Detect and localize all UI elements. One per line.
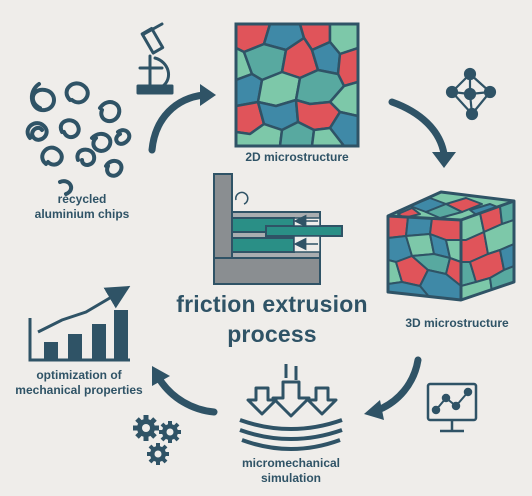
micro2d-label: 2D microstructure — [245, 150, 349, 164]
arrow-2d-to-nn — [388, 98, 448, 158]
center-title-line1: friction extrusion — [176, 291, 368, 317]
micro3d-label: 3D microstructure — [405, 316, 509, 330]
extrusion-press-icon — [213, 173, 343, 285]
arrow-simulation-to-optimization — [156, 376, 218, 416]
optimization-label-line2: mechanical properties — [15, 383, 143, 397]
cycle-arrows — [148, 84, 456, 420]
simulation-label-line1: micromechanical — [241, 456, 341, 470]
chips-label-line1: recycled — [57, 192, 107, 206]
center-title-line2: process — [227, 321, 317, 347]
3d-microstructure-image — [386, 190, 516, 302]
chips-label: recycled aluminium chips — [22, 192, 142, 222]
simulation-label: micromechanical simulation — [232, 456, 350, 486]
optimization-bar-chart-icon — [28, 285, 131, 362]
simulation-load-icon — [239, 364, 343, 451]
neural-network-icon — [445, 67, 497, 121]
chips-label-line2: aluminium chips — [34, 207, 130, 221]
2d-microstructure-image — [236, 24, 358, 146]
arrow-3d-to-simulation — [374, 356, 422, 414]
microscope-icon — [136, 22, 174, 95]
optimization-label-line1: optimization of — [36, 368, 122, 382]
arrow-chips-to-2d — [148, 91, 208, 154]
gears-icon — [133, 415, 181, 465]
optimization-label: optimization of mechanical properties — [4, 368, 154, 398]
aluminium-chips-icon — [25, 81, 132, 196]
simulation-label-line2: simulation — [260, 471, 321, 485]
monitor-chart-icon — [426, 382, 478, 433]
